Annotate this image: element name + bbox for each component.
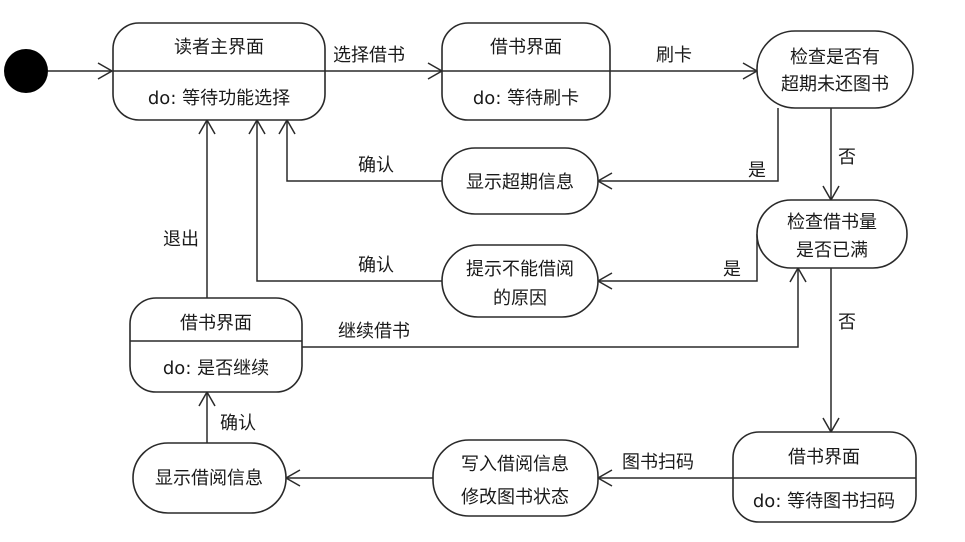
label-swipe: 刷卡: [656, 45, 692, 66]
state-activity: do: 等待刷卡: [473, 88, 579, 109]
state-show-overdue: 显示超期信息: [441, 147, 599, 215]
state-reader-main: 读者主界面 do: 等待功能选择: [112, 22, 326, 121]
label-overdue-no: 否: [838, 147, 856, 168]
state-name: 借书界面: [180, 313, 252, 334]
state-activity: do: 等待功能选择: [148, 88, 290, 109]
label-scan: 图书扫码: [622, 452, 694, 473]
state-activity: do: 等待图书扫码: [753, 491, 895, 512]
state-name: 借书界面: [788, 447, 860, 468]
state-name: 读者主界面: [174, 37, 264, 58]
label-quota-no: 否: [838, 312, 856, 333]
arrowhead: [97, 62, 114, 80]
state-check-overdue: 检查是否有 超期未还图书: [756, 30, 914, 109]
label-overdue-yes: 是: [748, 160, 766, 181]
state-text-line: 的原因: [493, 288, 547, 309]
state-text-line: 写入借阅信息: [461, 454, 569, 475]
state-text-line: 显示借阅信息: [155, 468, 263, 489]
state-borrow-swipe: 借书界面 do: 等待刷卡: [441, 22, 611, 121]
state-text-line: 超期未还图书: [781, 74, 889, 95]
label-quota-yes: 是: [723, 259, 741, 280]
state-text-line: 检查借书量: [787, 212, 877, 233]
state-write-info: 写入借阅信息 修改图书状态: [432, 439, 599, 517]
label-exit: 退出: [163, 229, 199, 250]
label-confirm-borrow: 确认: [220, 413, 256, 434]
edge-confirm-cannot: [256, 120, 442, 282]
state-text-line: 检查是否有: [790, 47, 880, 68]
state-borrow-scan: 借书界面 do: 等待图书扫码: [732, 431, 917, 523]
label-confirm-overdue: 确认: [358, 155, 394, 176]
state-cannot-borrow: 提示不能借阅 的原因: [441, 244, 599, 318]
state-name: 借书界面: [490, 37, 562, 58]
initial-state-dot: [4, 49, 48, 93]
state-show-borrow: 显示借阅信息: [132, 442, 287, 514]
state-text-line: 修改图书状态: [461, 487, 569, 508]
label-select-borrow: 选择借书: [333, 45, 405, 66]
state-activity: do: 是否继续: [163, 358, 269, 379]
state-check-quota: 检查借书量 是否已满: [756, 199, 908, 269]
state-text-line: 提示不能借阅: [466, 259, 574, 280]
edge-quota-yes: [598, 234, 758, 282]
edge-overdue-yes: [598, 108, 779, 182]
edge-continue: [302, 268, 799, 348]
edge-confirm-overdue: [286, 120, 442, 182]
state-text-line: 显示超期信息: [466, 172, 574, 193]
label-continue: 继续借书: [338, 321, 410, 342]
state-text-line: 是否已满: [796, 240, 868, 261]
state-borrow-continue: 借书界面 do: 是否继续: [129, 297, 303, 393]
label-confirm-cannot: 确认: [358, 255, 394, 276]
